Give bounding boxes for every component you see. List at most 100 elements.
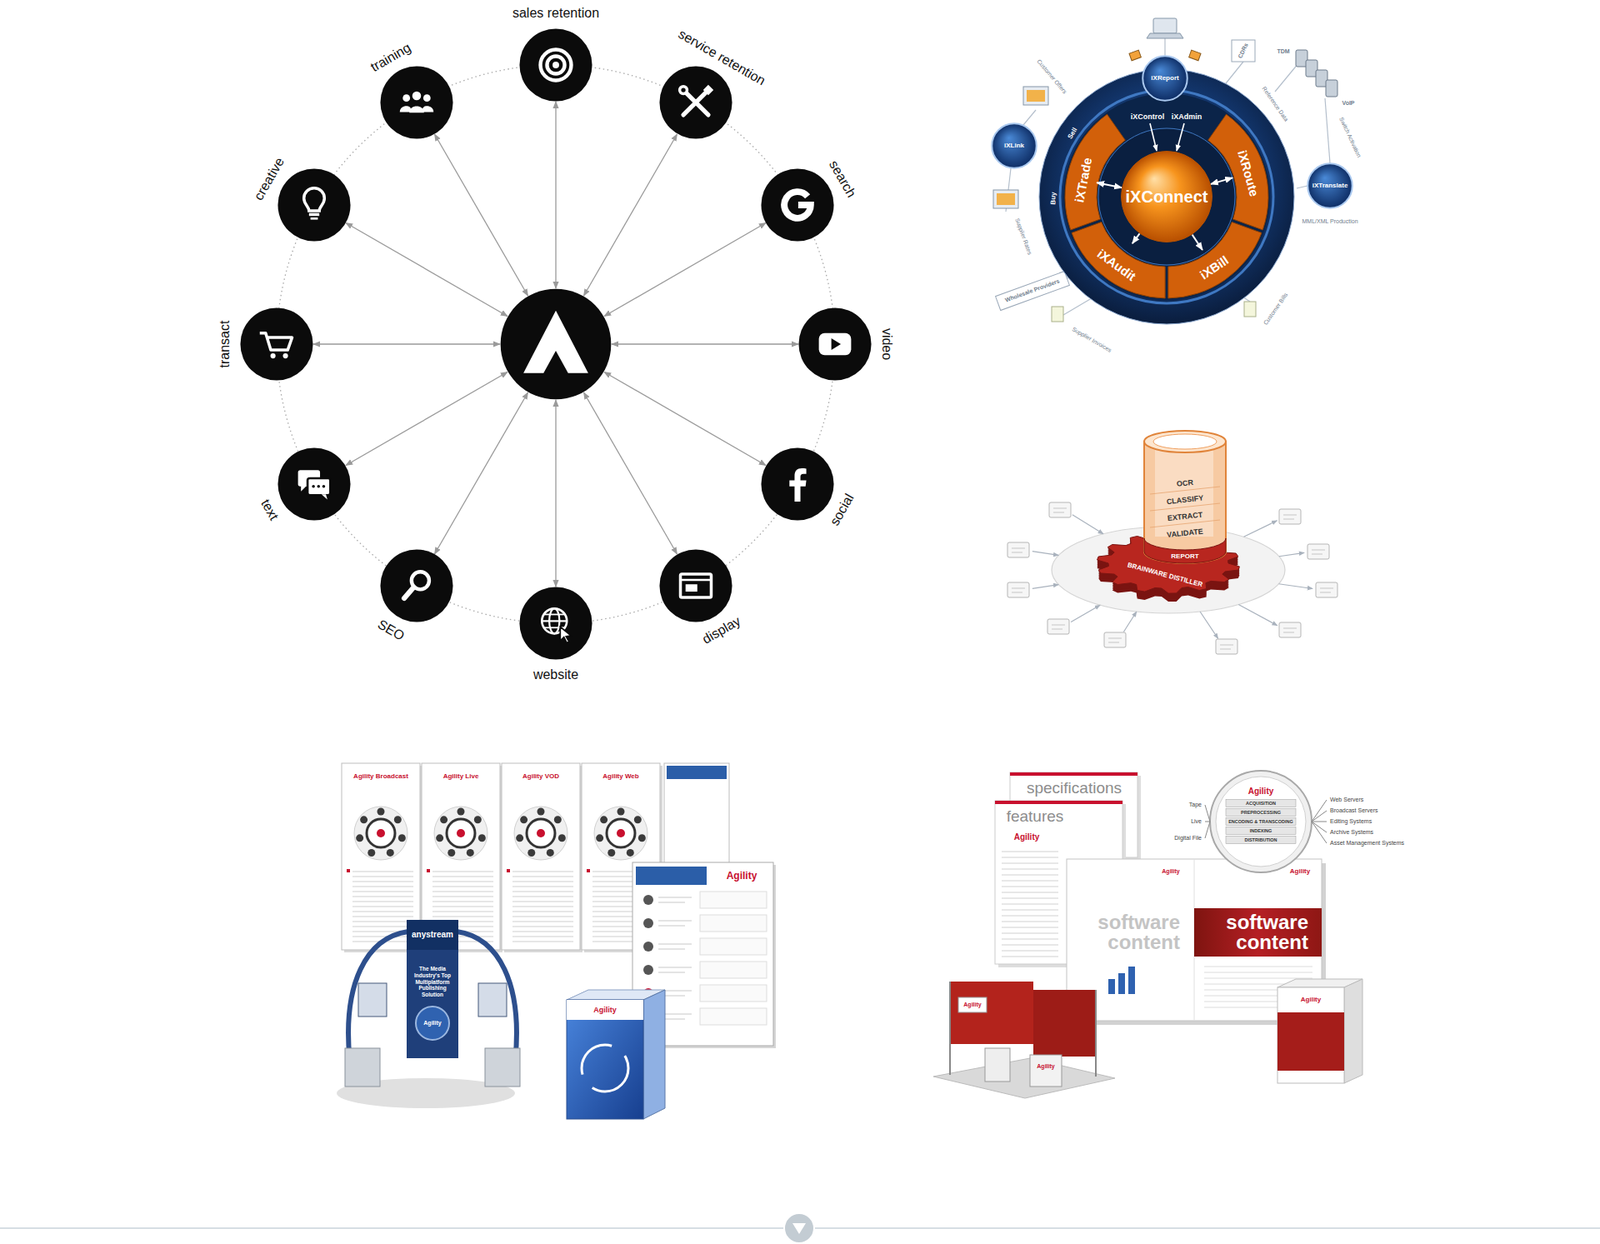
booth-arch (348, 931, 409, 1063)
text-line (432, 871, 494, 873)
spread-band (1194, 908, 1322, 957)
text-holder: iXTranslate (1312, 181, 1349, 190)
booth-counter (345, 1048, 380, 1087)
text-line (1204, 966, 1313, 968)
text-holder: iXBill (1197, 252, 1232, 282)
flyer-table (700, 985, 767, 1002)
social-node: social (760, 447, 835, 521)
connector-arrow (435, 392, 529, 555)
circle-outline (798, 307, 872, 381)
label-holder: Agility (963, 1001, 981, 1009)
channel-label: transact (217, 320, 233, 369)
wheel-ground (514, 806, 568, 860)
connector-arrow (555, 101, 556, 289)
document-detail (1051, 629, 1063, 630)
tube-body (1144, 441, 1226, 564)
document-source (1049, 502, 1071, 518)
document-source (1104, 632, 1126, 648)
label-holder: The Media Industry's Top Multiplatform P… (410, 965, 455, 999)
monitor-screen (1026, 90, 1045, 102)
circle-fill (761, 168, 835, 241)
wheel-hub (376, 829, 385, 838)
label-holder: software content (1080, 912, 1180, 953)
label-holder: Switch Activation (1337, 115, 1362, 159)
flow-label: Customer Bills (1262, 291, 1290, 327)
brand-name: Agility (726, 870, 758, 883)
text-line (1001, 921, 1059, 923)
output-line (1311, 821, 1327, 844)
wheel-dot (394, 815, 402, 824)
text-line (512, 876, 574, 878)
document-source (1279, 622, 1301, 638)
text-holder: video (879, 328, 895, 360)
label-holder: Supplier Invoices (1070, 325, 1113, 355)
wheel-dot (440, 815, 448, 824)
channel-label: social (827, 490, 858, 529)
label-holder: Asset Management Systems (1330, 840, 1405, 847)
input-arrow (1032, 551, 1059, 556)
circle-fill (500, 289, 612, 400)
booth-disc (415, 1006, 450, 1040)
box-side (643, 990, 665, 1120)
label-holder: DISTRIBUTION (1244, 837, 1277, 843)
wheel-dot (386, 849, 395, 857)
label-holder: TDM (1276, 48, 1290, 55)
scroll-arrow (792, 1223, 806, 1235)
search-node: search (760, 168, 835, 242)
flow-label: Reference Data (1260, 85, 1290, 124)
core-field (1098, 128, 1235, 265)
text-line (1001, 898, 1059, 900)
input-arrow (1072, 515, 1104, 535)
input-arrow (1032, 585, 1059, 590)
product-name: BRAINWARE DISTILLER (1126, 561, 1204, 590)
document-source (1279, 509, 1301, 525)
text-line (432, 891, 494, 893)
brochure-sheet (581, 763, 660, 950)
document-detail (1320, 592, 1331, 594)
headline: software content (1080, 912, 1180, 953)
bubble-fill (1307, 163, 1352, 208)
display-node: display (659, 549, 733, 623)
input-label: Tape (1189, 801, 1202, 809)
output-label: Broadcast Servers (1330, 807, 1379, 815)
flow-label: Supplier Invoices (1070, 325, 1113, 355)
core-sphere: iXConnect (1120, 150, 1213, 243)
text-line (352, 916, 414, 918)
segment-name: iXTrade (1071, 156, 1095, 204)
circle-fill (519, 28, 592, 101)
circle-outline (519, 28, 593, 102)
bullet (586, 869, 590, 873)
text-line (432, 916, 494, 918)
connector-arrow (435, 134, 529, 296)
label-holder: ENCODING & TRANSCODING (1228, 819, 1294, 825)
label-holder: iXAdmin (1171, 112, 1203, 121)
wheel-dot (546, 849, 555, 857)
flyer-line (658, 902, 685, 904)
input-line (1205, 821, 1210, 823)
text-line (352, 871, 414, 873)
text-line (352, 901, 414, 903)
text-line (512, 881, 574, 883)
text-holder: iXConnect (1125, 187, 1209, 207)
flyer-icon (643, 918, 654, 929)
flyer-table (700, 891, 767, 909)
text-line (1001, 869, 1059, 870)
text-line (1001, 945, 1059, 946)
wheel-dot (607, 849, 615, 857)
circle-fill (277, 168, 350, 241)
ixconnect-illustration (993, 18, 1338, 325)
box-swirl (581, 1045, 629, 1092)
text-line (432, 901, 494, 903)
module-name: iXControl (1130, 112, 1165, 121)
label-holder: INDEXING (1250, 828, 1273, 834)
text-line (1204, 978, 1313, 980)
brand-name: Agility (1036, 1063, 1055, 1070)
features-bar (995, 800, 1123, 805)
label-holder: Agility (1248, 786, 1275, 797)
wheel-dot (457, 808, 465, 816)
process-stage: ENCODING & TRANSCODING (1228, 819, 1294, 825)
flyer-banner (635, 866, 707, 885)
label-holder: Archive Systems (1330, 829, 1374, 836)
brand-name: Agility (1014, 832, 1040, 843)
